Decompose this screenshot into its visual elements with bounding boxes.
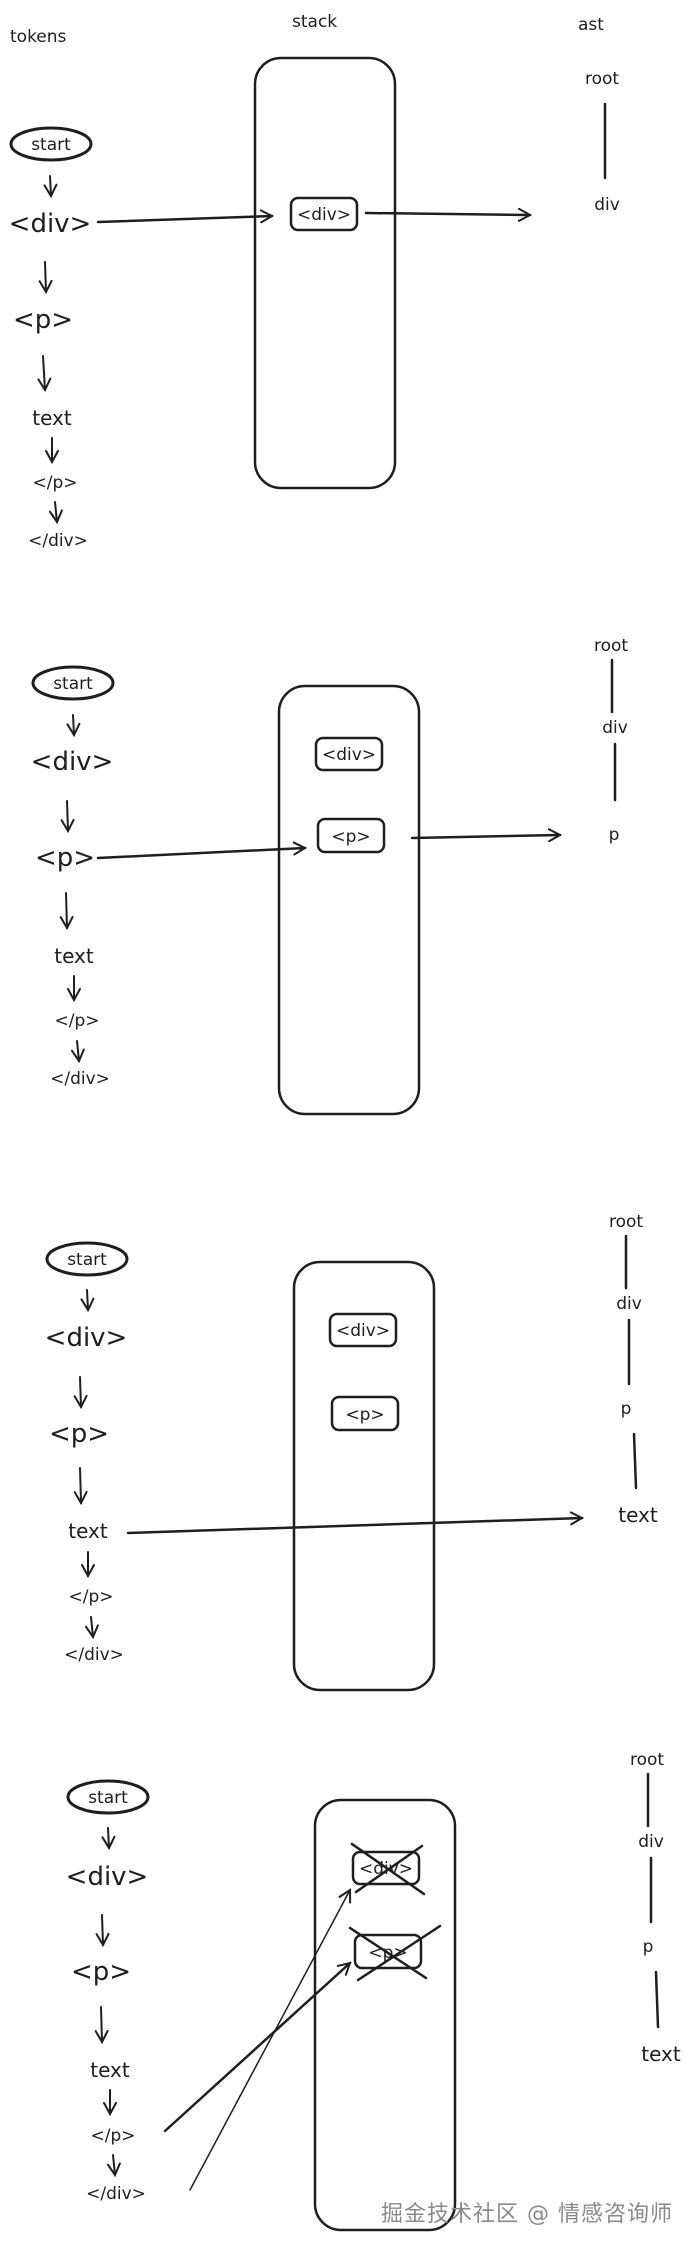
token-arrow: [101, 2006, 102, 2042]
token-arrow: [80, 1467, 81, 1503]
token-arrow: [91, 1616, 93, 1637]
ast-node: text: [618, 1503, 658, 1527]
step-3: start <div> <p> text </p> </div> <div> <…: [45, 1212, 658, 1692]
ast-node: div: [638, 1832, 664, 1852]
stack-container: [292, 1260, 436, 1692]
watermark: 掘金技术社区 @ 情感咨询师: [381, 2202, 673, 2227]
token-p: <p>: [13, 305, 73, 335]
stack-item: <div>: [322, 745, 376, 765]
ast-node: p: [609, 825, 620, 845]
token-start-ellipse: [9, 126, 93, 162]
token-arrow: [43, 355, 45, 390]
stack-item-box: [314, 736, 384, 772]
token-arrow: [102, 1914, 103, 1945]
stack-item: <p>: [345, 1405, 384, 1425]
token-div-close: </div>: [64, 1645, 124, 1665]
stack-item: <div>: [336, 1321, 390, 1341]
token-text: text: [90, 2058, 130, 2082]
cross-out-mark: [356, 1924, 442, 1982]
close-div-arrow: [189, 1890, 350, 2191]
ast-node: root: [630, 1750, 664, 1770]
token-div-close: </div>: [50, 1069, 110, 1089]
token-arrow: [50, 175, 51, 196]
stack-item: <p>: [331, 827, 370, 847]
token-arrow: [77, 1040, 79, 1061]
stack-item: <div>: [297, 205, 351, 225]
token-arrow: [66, 892, 67, 928]
token-div: <div>: [9, 209, 92, 239]
token-p-close: </p>: [32, 473, 77, 493]
stack-container: [253, 56, 397, 490]
ast-node: root: [609, 1212, 643, 1232]
token-p-close: </p>: [68, 1587, 113, 1607]
step-4: start <div> <p> text </p> </div> <div> <…: [66, 1750, 681, 2232]
header-stack: stack: [292, 12, 337, 32]
token-div-close: </div>: [86, 2184, 146, 2204]
cross-out-mark: [354, 1844, 424, 1894]
token-div-close: </div>: [28, 531, 88, 551]
token-arrow: [45, 261, 46, 292]
token-start-ellipse: [45, 1241, 129, 1277]
ast-edge: [654, 1970, 660, 2029]
token-arrow: [87, 1289, 88, 1310]
ast-node: div: [602, 718, 628, 738]
token-to-stack-arrow: [96, 848, 305, 860]
token-div: <div>: [66, 1862, 149, 1892]
close-p-arrow: [163, 1963, 350, 2133]
ast-node: text: [641, 2042, 681, 2066]
token-text: text: [54, 944, 94, 968]
stack-item-box: [316, 817, 386, 854]
ast-edge: [632, 1432, 638, 1490]
token-start-ellipse: [31, 665, 115, 701]
token-arrow: [73, 714, 74, 735]
token-p-close: </p>: [54, 1011, 99, 1031]
token-arrow: [113, 2154, 115, 2175]
stack-to-ast-arrow: [364, 213, 530, 215]
stack-item-box: [289, 196, 359, 232]
stack-container: [277, 684, 421, 1116]
token-text: text: [68, 1519, 108, 1543]
token-start: start: [67, 1250, 107, 1270]
token-div: <div>: [45, 1323, 128, 1353]
step-2: start <div> <p> text </p> </div> <div> <…: [31, 636, 628, 1116]
ast-node: p: [643, 1937, 654, 1957]
ast-node: p: [621, 1399, 632, 1419]
token-div: <div>: [31, 747, 114, 777]
token-p: <p>: [49, 1419, 109, 1449]
stack-item-box: [330, 1395, 400, 1432]
cross-out-mark: [348, 1926, 428, 1980]
token-start: start: [53, 674, 93, 694]
ast-node: div: [616, 1294, 642, 1314]
token-start-ellipse: [66, 1779, 150, 1815]
token-to-ast-arrow: [126, 1518, 582, 1535]
token-p: <p>: [71, 1957, 131, 1987]
stack-item-box: [328, 1312, 398, 1348]
token-p-close: </p>: [90, 2126, 135, 2146]
token-arrow: [108, 1827, 109, 1848]
token-p: <p>: [35, 843, 95, 873]
token-start: start: [31, 135, 71, 155]
header-tokens: tokens: [10, 27, 67, 47]
token-start: start: [88, 1788, 128, 1808]
stack-to-ast-arrow: [410, 835, 560, 838]
ast-node: root: [585, 69, 619, 89]
stack-item-box: [353, 1933, 423, 1970]
token-to-stack-arrow: [96, 216, 272, 222]
header-ast: ast: [578, 15, 604, 35]
token-text: text: [32, 406, 72, 430]
stack-container: [313, 1798, 457, 2232]
stack-item-box: [351, 1850, 421, 1886]
step-1: start <div> <p> text </p> </div> <div> r…: [9, 56, 620, 551]
token-arrow: [55, 501, 57, 522]
token-arrow: [67, 800, 68, 831]
token-arrow: [80, 1376, 81, 1407]
ast-node: div: [594, 195, 620, 215]
ast-node: root: [594, 636, 628, 656]
